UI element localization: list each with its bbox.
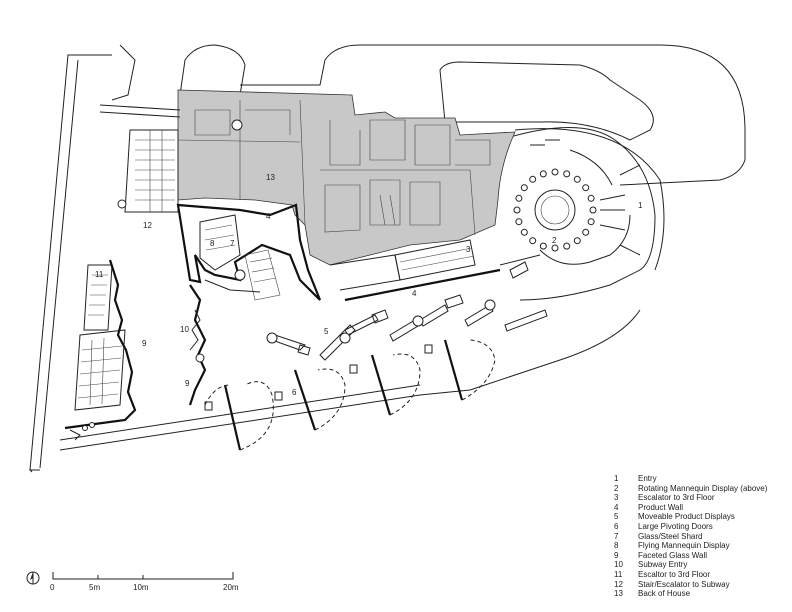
plan-label-8: 8 xyxy=(210,239,215,248)
legend-num: 8 xyxy=(614,541,619,551)
legend-num: 5 xyxy=(614,512,619,522)
legend-label: Faceted Glass Wall xyxy=(638,550,708,560)
legend-num: 13 xyxy=(614,589,623,599)
mannequin-position xyxy=(520,228,528,236)
plan-label-9a: 9 xyxy=(142,339,147,348)
legend: 1 Entry 2 Rotating Mannequin Display (abov… xyxy=(614,474,767,599)
plan-label-11: 11 xyxy=(95,270,104,279)
legend-label: Stair/Escalator to Subway xyxy=(638,579,730,589)
mannequin-position xyxy=(551,168,559,176)
mannequin-position xyxy=(551,244,559,252)
escalator-3 xyxy=(329,239,476,291)
entry-area xyxy=(530,139,641,265)
plan-label-4b: 4 xyxy=(412,289,417,298)
legend-row: 12 Stair/Escalator to Subway xyxy=(614,580,767,590)
legend-label: Rotating Mannequin Display (above) xyxy=(638,483,768,493)
scale-bar: 0 5m 10m 20m xyxy=(25,567,275,597)
legend-row: 3 Escalator to 3rd Floor xyxy=(614,493,767,503)
legend-num: 7 xyxy=(614,531,619,541)
mannequin-position xyxy=(587,194,595,202)
legend-num: 12 xyxy=(614,579,623,589)
scale-tick-10m: 10m xyxy=(133,583,149,592)
legend-num: 9 xyxy=(614,550,619,560)
legend-row: 5 Moveable Product Displays xyxy=(614,512,767,522)
mannequin-position xyxy=(587,218,595,226)
legend-label: Product Wall xyxy=(638,502,684,512)
legend-label: Subway Entry xyxy=(638,560,688,570)
plan-label-9b: 9 xyxy=(185,379,190,388)
legend-label: Back of House xyxy=(638,589,691,599)
legend-row: 2 Rotating Mannequin Display (above) xyxy=(614,484,767,494)
legend-num: 6 xyxy=(614,521,619,531)
legend-row: 1 Entry xyxy=(614,474,767,484)
legend-row: 6 Large Pivoting Doors xyxy=(614,522,767,532)
legend-row: 4 Product Wall xyxy=(614,503,767,513)
escalator-area-11 xyxy=(74,264,126,411)
legend-row: 7 Glass/Steel Shard xyxy=(614,532,767,542)
legend-label: Large Pivoting Doors xyxy=(638,521,713,531)
plan-label-10: 10 xyxy=(180,325,189,334)
legend-label: Entry xyxy=(638,474,657,483)
legend-num: 2 xyxy=(614,483,619,493)
faceted-glass-wall xyxy=(64,259,207,430)
back-of-house xyxy=(177,89,516,266)
stair-escalator-subway xyxy=(99,104,181,213)
legend-row: 8 Flying Mannequin Display xyxy=(614,541,767,551)
legend-label: Escaltor to 3rd Floor xyxy=(638,569,711,579)
plan-label-4a: 4 xyxy=(266,212,271,221)
mannequin-position xyxy=(582,184,590,192)
legend-row: 11 Escaltor to 3rd Floor xyxy=(614,570,767,580)
mannequin-position xyxy=(573,237,581,245)
mannequin-position xyxy=(515,218,523,226)
mannequin-position xyxy=(539,170,547,178)
scale-tick-5m: 5m xyxy=(89,583,101,592)
plan-label-3: 3 xyxy=(466,245,471,254)
north-arrow-icon xyxy=(26,571,40,585)
site-outline xyxy=(28,44,746,473)
mannequin-position xyxy=(520,184,528,192)
legend-num: 10 xyxy=(614,560,623,570)
plan-label-12: 12 xyxy=(143,221,152,230)
legend-num: 3 xyxy=(614,493,619,503)
mannequin-position xyxy=(529,237,537,245)
product-wall xyxy=(344,254,541,302)
large-pivoting-doors xyxy=(204,339,496,451)
plan-label-2: 2 xyxy=(552,236,557,245)
mannequin-position xyxy=(513,206,521,214)
plan-label-1: 1 xyxy=(638,201,643,210)
subway-entry xyxy=(69,309,201,441)
plan-label-5: 5 xyxy=(324,327,329,336)
mannequin-position xyxy=(573,175,581,183)
glass-steel-shard xyxy=(176,203,322,301)
mannequin-position xyxy=(539,242,547,250)
legend-num: 1 xyxy=(614,474,619,483)
legend-row: 10 Subway Entry xyxy=(614,560,767,570)
plan-label-7: 7 xyxy=(230,239,235,248)
legend-label: Escalator to 3rd Floor xyxy=(638,493,715,503)
moveable-product-displays xyxy=(117,119,548,363)
plan-labels: 1 2 3 4 4 5 6 7 8 9 9 10 11 12 13 xyxy=(95,173,643,397)
mannequin-position xyxy=(582,228,590,236)
legend-label: Moveable Product Displays xyxy=(638,512,735,522)
legend-num: 4 xyxy=(614,502,619,512)
mannequin-position xyxy=(563,170,571,178)
mannequin-position xyxy=(589,206,597,214)
scale-bar-graphic xyxy=(52,572,234,580)
mannequin-position xyxy=(529,175,537,183)
rotating-mannequin-display xyxy=(513,168,597,252)
legend-label: Flying Mannequin Display xyxy=(638,541,730,551)
legend-num: 11 xyxy=(614,569,623,579)
mannequin-position xyxy=(515,194,523,202)
scale-tick-0: 0 xyxy=(50,583,55,592)
legend-row: 13 Back of House xyxy=(614,589,767,599)
plan-label-13: 13 xyxy=(266,173,275,182)
mannequin-position xyxy=(563,242,571,250)
legend-row: 9 Faceted Glass Wall xyxy=(614,551,767,561)
scale-tick-20m: 20m xyxy=(223,583,239,592)
legend-label: Glass/Steel Shard xyxy=(638,531,703,541)
plan-label-6: 6 xyxy=(292,388,297,397)
